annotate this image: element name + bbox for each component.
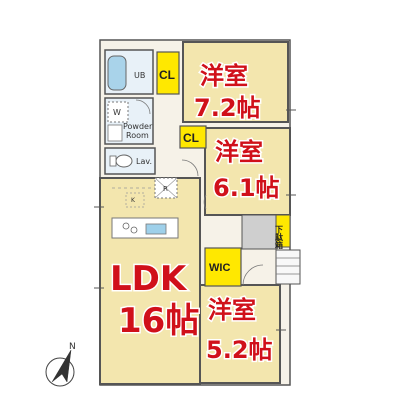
bedroom-3-name: 洋室 <box>208 296 256 324</box>
ub-label: UB <box>134 71 145 80</box>
vanity <box>107 124 123 142</box>
refrigerator-label: R <box>163 185 168 193</box>
bathtub <box>107 55 127 91</box>
toilet-tank <box>109 155 117 167</box>
bedroom-3 <box>199 284 281 384</box>
bedroom-2-name: 洋室 <box>215 138 263 166</box>
shoe-cabinet <box>275 214 291 248</box>
bedroom-1-size: 7.2帖 <box>194 94 261 122</box>
washer-space <box>107 101 129 123</box>
bedroom-1-name: 洋室 <box>200 62 248 90</box>
kitchen-counter <box>111 217 179 239</box>
door-swing <box>242 264 264 286</box>
stove-burner <box>122 222 130 230</box>
entry-grey-floor <box>241 214 277 250</box>
door-swing <box>181 159 199 177</box>
ldk-size: 16帖 <box>118 301 199 341</box>
washer-label: W <box>113 108 121 117</box>
door-swing <box>203 194 207 210</box>
closet-2-label: CL <box>183 131 199 145</box>
toilet-bowl <box>115 154 133 168</box>
bedroom-2-size: 6.1帖 <box>213 174 280 202</box>
powder-room-label-1: Powder <box>123 122 153 131</box>
bedroom-3-size: 5.2帖 <box>206 336 273 364</box>
kitchen-label: K <box>131 197 136 204</box>
ldk-room <box>99 177 201 385</box>
ldk-name: LDK <box>110 259 188 299</box>
compass-north-label: N <box>69 342 76 352</box>
pantry-box <box>125 192 145 208</box>
entry-step <box>275 249 301 285</box>
bedroom-1 <box>182 41 289 123</box>
powder-room-label-2: Room <box>126 131 149 140</box>
closet-1-label: CL <box>159 68 175 82</box>
shoe-cabinet-label: 下駄箱 <box>274 225 284 250</box>
walk-in-closet <box>204 247 242 287</box>
door-swing <box>135 99 151 115</box>
fridge-x <box>154 177 178 199</box>
north-compass: N <box>45 342 76 387</box>
closet-2 <box>179 125 207 149</box>
wic-label: WIC <box>209 262 230 274</box>
closet-1 <box>156 51 180 95</box>
lav-label: Lav. <box>136 157 152 166</box>
stove-burner <box>130 226 138 234</box>
kitchen-sink <box>145 223 167 235</box>
